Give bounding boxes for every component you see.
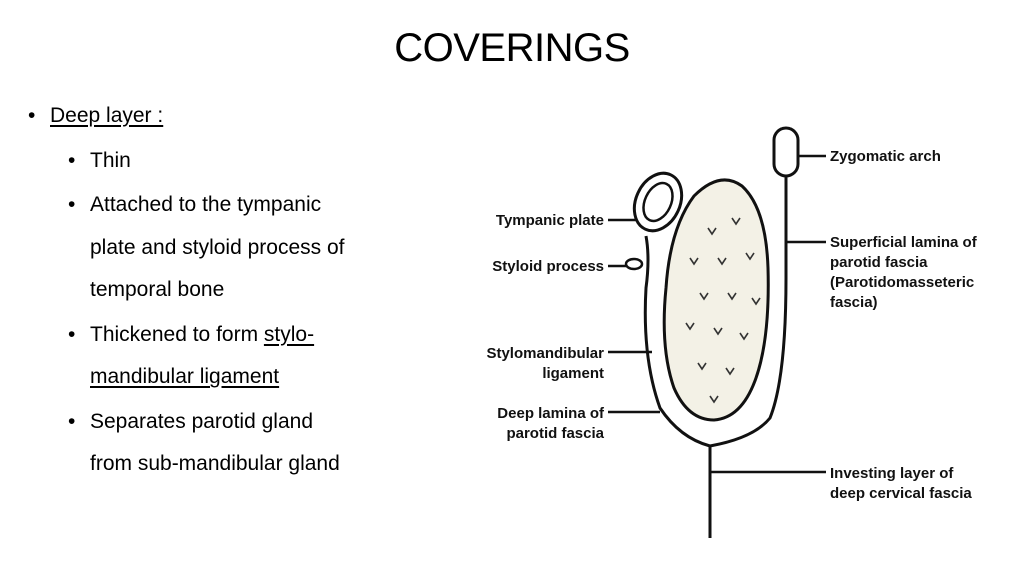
bullet-separates: Separates parotid gland from sub-mandibu… [28, 406, 418, 481]
bullet-separates-line2: from sub-mandibular gland [90, 452, 340, 476]
bullet-list: Deep layer : Thin Attached to the tympan… [28, 100, 418, 481]
styloid-process-shape [624, 257, 644, 271]
tympanic-plate-inner [642, 181, 674, 223]
zygomatic-arch-shape [772, 126, 800, 178]
label-styloid-process: Styloid process [492, 258, 604, 275]
label-superficial-4: fascia) [830, 294, 878, 311]
bullet-thickened: Thickened to form stylo- mandibular liga… [28, 319, 418, 394]
bullet-thin-text: Thin [90, 148, 131, 172]
label-zygomatic-arch: Zygomatic arch [830, 148, 941, 165]
label-stylomandibular-2: ligament [542, 365, 604, 382]
gland-texture [685, 217, 761, 404]
bullet-deep-layer: Deep layer : [28, 100, 418, 133]
deep-layer-heading: Deep layer : [50, 104, 164, 127]
label-investing-1: Investing layer of [830, 465, 954, 482]
label-superficial-2: parotid fascia [830, 254, 928, 271]
label-deep-lamina-2: parotid fascia [506, 425, 604, 442]
parotid-gland-shape [662, 178, 770, 422]
bullet-thickened-line1: Thickened to form stylo- [90, 319, 418, 352]
bullet-attached-line1: Attached to the tympanic [90, 193, 322, 217]
bullet-thickened-line2: mandibular ligament [90, 361, 418, 394]
label-superficial-3: (Parotidomasseteric [830, 274, 974, 291]
thickened-prefix: Thickened to form [90, 322, 264, 346]
label-investing-2: deep cervical fascia [830, 485, 972, 502]
bullet-attached: Attached to the tympanic plate and stylo… [28, 189, 418, 307]
label-stylomandibular-1: Stylomandibular [486, 345, 604, 362]
bullet-attached-line3: temporal bone [90, 278, 225, 302]
mandibular-ligament-link: mandibular ligament [90, 365, 280, 389]
label-deep-lamina-1: Deep lamina of [497, 405, 605, 422]
leader-lines [608, 154, 826, 474]
label-tympanic-plate: Tympanic plate [496, 212, 604, 229]
slide-title: COVERINGS [394, 26, 630, 70]
bullet-attached-line2: plate and styloid process of [90, 235, 345, 259]
stylo-link: stylo- [263, 322, 315, 346]
parotid-fascia-diagram: Zygomatic arch Tympanic plate Styloid pr… [486, 126, 978, 538]
bullet-thin: Thin [28, 145, 418, 178]
bullet-separates-line1: Separates parotid gland [90, 409, 313, 433]
label-superficial-1: Superficial lamina of [830, 234, 978, 251]
superficial-lamina-line [709, 176, 788, 448]
deep-lamina-line [643, 235, 711, 448]
